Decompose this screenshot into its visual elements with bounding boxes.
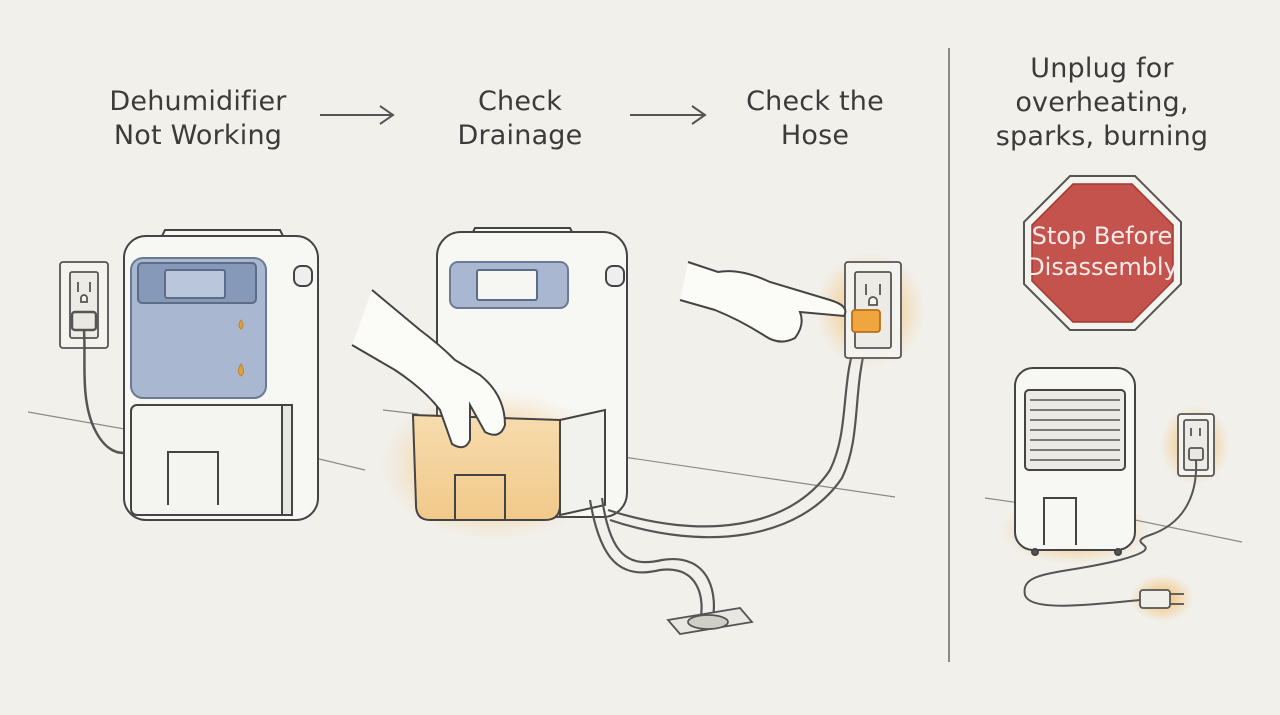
unplugged-cord bbox=[1023, 459, 1198, 607]
step-3-label: Check the Hose bbox=[746, 86, 884, 151]
stop-sign-icon: Stop Before Disassembly bbox=[1023, 175, 1182, 331]
water-tank-icon bbox=[411, 408, 606, 521]
hose-cord bbox=[607, 334, 870, 539]
plug-cord bbox=[70, 310, 129, 454]
flow-arrow-1 bbox=[320, 105, 395, 125]
step-2-label: Check Drainage bbox=[457, 86, 583, 151]
drain-hose-icon bbox=[588, 497, 715, 623]
power-plug-icon bbox=[1139, 589, 1184, 609]
hand-icon-2 bbox=[679, 261, 847, 343]
flow-arrow-2 bbox=[630, 105, 707, 125]
wall-outlet-icon-2 bbox=[844, 261, 902, 359]
step-1-label: Dehumidifier Not Working bbox=[109, 86, 287, 151]
stop-sign-line-2: Disassembly bbox=[1026, 253, 1178, 281]
dehumidifier-icon bbox=[123, 229, 319, 521]
stop-sign-line-1: Stop Before bbox=[1032, 222, 1173, 250]
hand-icon bbox=[351, 289, 507, 449]
warning-label: Unplug for overheating, sparks, burning bbox=[995, 53, 1209, 152]
floor-drain-icon bbox=[666, 607, 754, 635]
dehumidifier-icon-3 bbox=[1014, 367, 1136, 556]
